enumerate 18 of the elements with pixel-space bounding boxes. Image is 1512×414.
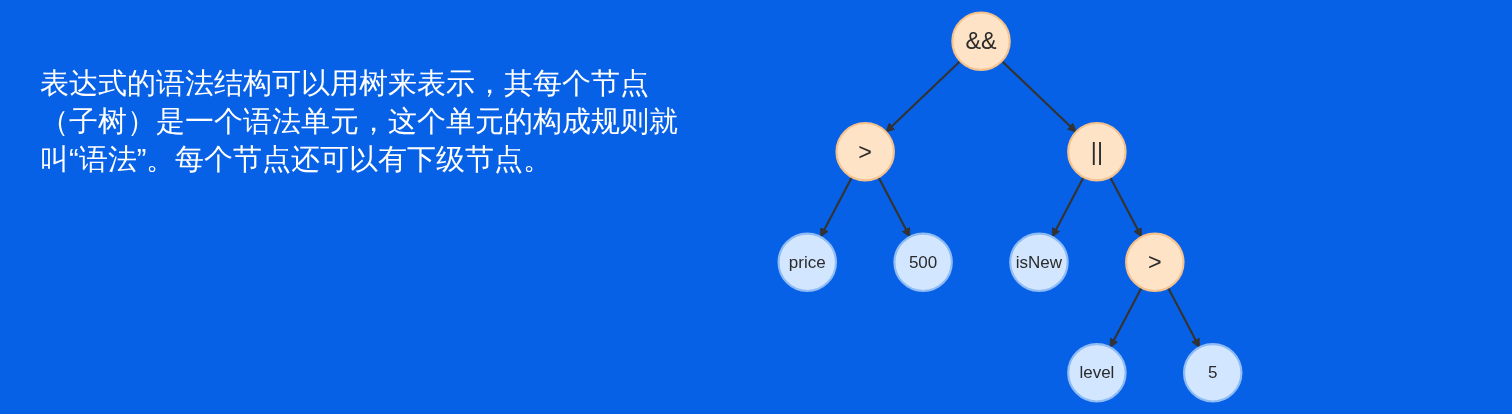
arrow [1109,287,1143,348]
arrow [1109,176,1142,238]
node-circle: isNew [1009,232,1069,293]
arrow [1001,60,1077,133]
node-circle: price [777,232,838,293]
node-circle: && [951,11,1011,71]
node-circle: level [1067,343,1127,403]
arrow [1051,176,1085,238]
arrow [885,60,961,133]
node-circle: > [1125,232,1185,293]
arrow [820,176,853,238]
arrow [877,176,911,238]
node-circle: > [835,121,895,182]
node-circle: || [1067,121,1127,182]
description-text: 表达式的语法结构可以用树来表示，其每个节点（子树）是一个语法单元，这个单元的构成规则就叫“语法”。每个节点还可以有下级节点。 [40,66,679,177]
node-circle: 500 [893,232,953,293]
node-circle: 5 [1182,343,1243,403]
arrow [1167,287,1200,348]
